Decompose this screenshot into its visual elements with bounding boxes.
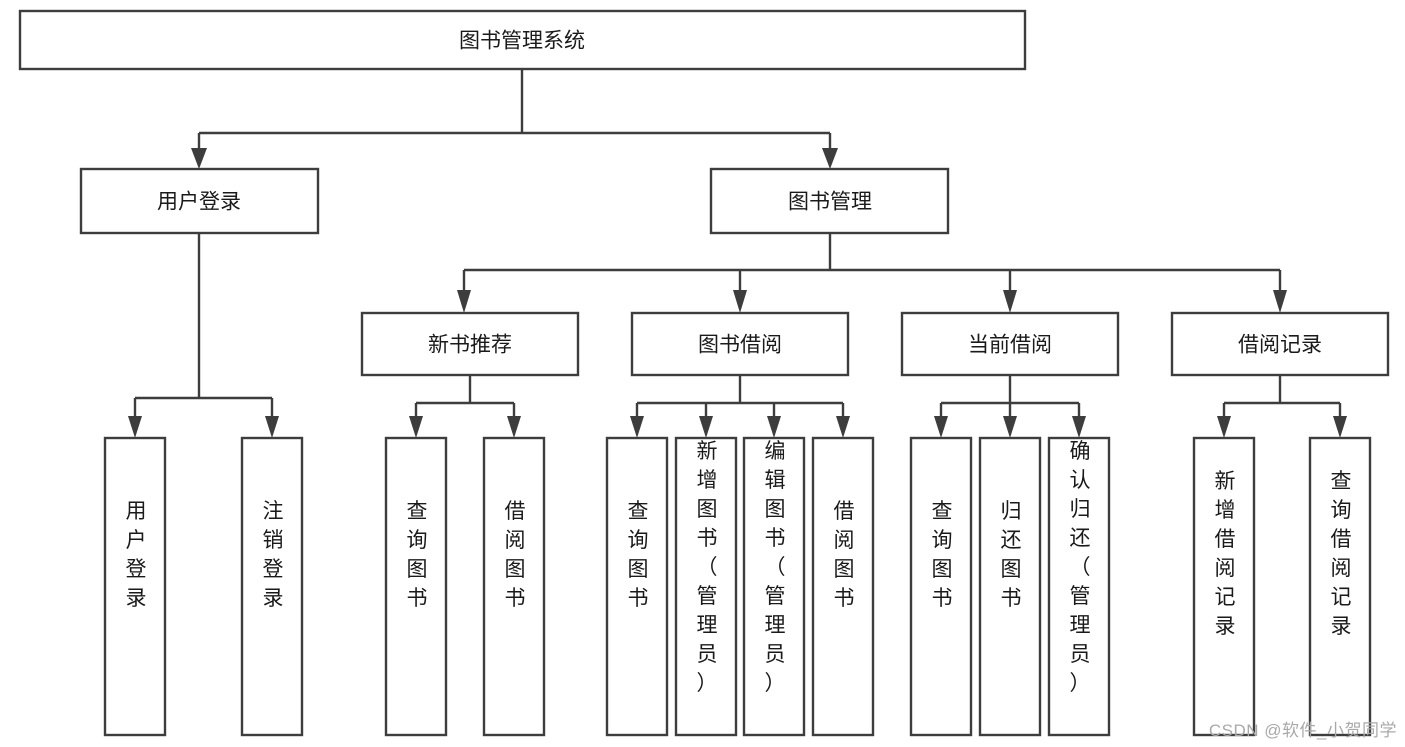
node-leaf-query-book-1[interactable]: 查询图书 <box>384 436 448 737</box>
node-leaf-add-record-box[interactable] <box>1192 436 1256 737</box>
node-leaf-borrow-book-1-label: 借阅图书 <box>505 500 526 610</box>
arrow-head-borrow-record <box>1273 290 1287 313</box>
node-leaf-return-book-label: 归还图书 <box>1001 500 1022 610</box>
node-leaf-user-logout-label: 注销登录 <box>263 500 284 610</box>
node-current-borrow[interactable]: 当前借阅 <box>900 311 1120 377</box>
arrow-head-leaf-add-book <box>699 416 713 438</box>
node-leaf-borrow-book-2-label: 借阅图书 <box>834 500 855 610</box>
node-user-login-box[interactable] <box>79 167 320 235</box>
node-leaf-borrow-book-2[interactable]: 借阅图书 <box>811 436 875 737</box>
node-leaf-edit-book-box[interactable] <box>742 436 806 737</box>
node-book-borrow[interactable]: 图书借阅 <box>630 311 850 377</box>
connector-group <box>128 70 1347 438</box>
node-leaf-add-record-label: 新增借阅记录 <box>1215 470 1236 638</box>
arrow-head-user-login <box>191 148 207 169</box>
node-leaf-add-book-label: 新增图书（管理员） <box>697 440 718 695</box>
node-leaf-query-record[interactable]: 查询借阅记录 <box>1308 436 1372 737</box>
node-leaf-user-login-box[interactable] <box>103 436 167 737</box>
node-current-borrow-label: 当前借阅 <box>968 334 1052 357</box>
node-leaf-confirm-return-label: 确认归还（管理员） <box>1070 440 1091 695</box>
arrow-head-leaf-query-book-1 <box>409 416 423 438</box>
arrow-head-leaf-borrow-book-1 <box>507 416 521 438</box>
node-book-borrow-box[interactable] <box>630 311 850 377</box>
node-leaf-query-book-3-label: 查询图书 <box>932 500 953 610</box>
node-user-login-label: 用户登录 <box>157 191 241 214</box>
arrow-head-leaf-user-logout <box>265 416 279 438</box>
arrow-head-leaf-return-book <box>1003 416 1017 438</box>
node-new-book-recommend[interactable]: 新书推荐 <box>360 311 580 377</box>
node-leaf-edit-book[interactable]: 编辑图书（管理员） <box>742 436 806 737</box>
node-leaf-confirm-return[interactable]: 确认归还（管理员） <box>1047 436 1111 737</box>
node-leaf-confirm-return-box[interactable] <box>1047 436 1111 737</box>
node-leaf-user-login[interactable]: 用户登录 <box>103 436 167 737</box>
node-book-manage-box[interactable] <box>709 167 950 235</box>
node-leaf-edit-book-label: 编辑图书（管理员） <box>765 440 786 695</box>
arrow-head-leaf-borrow-book-2 <box>836 416 850 438</box>
arrow-head-leaf-edit-book <box>767 416 781 438</box>
arrow-head-leaf-user-login <box>128 416 142 438</box>
node-root-label: 图书管理系统 <box>459 30 585 53</box>
arrow-head-leaf-add-record <box>1217 416 1231 438</box>
node-leaf-user-logout[interactable]: 注销登录 <box>240 436 304 737</box>
node-leaf-query-record-box[interactable] <box>1308 436 1372 737</box>
node-borrow-record-box[interactable] <box>1170 311 1390 377</box>
node-leaf-query-book-2-box[interactable] <box>605 436 669 737</box>
node-leaf-user-logout-box[interactable] <box>240 436 304 737</box>
arrow-head-book-manage <box>822 148 838 169</box>
node-leaf-query-book-1-label: 查询图书 <box>407 500 428 610</box>
node-leaf-user-login-label: 用户登录 <box>126 500 147 610</box>
arrow-head-current-borrow <box>1003 290 1017 313</box>
node-leaf-borrow-book-2-box[interactable] <box>811 436 875 737</box>
node-leaf-borrow-book-1-box[interactable] <box>482 436 546 737</box>
node-leaf-return-book-box[interactable] <box>978 436 1042 737</box>
node-root-box[interactable] <box>18 9 1027 71</box>
arrow-head-leaf-query-record <box>1333 416 1347 438</box>
node-leaf-query-record-label: 查询借阅记录 <box>1331 470 1352 638</box>
node-book-borrow-label: 图书借阅 <box>698 334 782 357</box>
node-leaf-query-book-2-label: 查询图书 <box>628 500 649 610</box>
node-leaf-query-book-3[interactable]: 查询图书 <box>909 436 973 737</box>
node-borrow-record-label: 借阅记录 <box>1238 334 1322 357</box>
node-leaf-borrow-book-1[interactable]: 借阅图书 <box>482 436 546 737</box>
node-leaf-query-book-1-box[interactable] <box>384 436 448 737</box>
node-new-book-recommend-box[interactable] <box>360 311 580 377</box>
node-root[interactable]: 图书管理系统 <box>18 9 1027 71</box>
node-borrow-record[interactable]: 借阅记录 <box>1170 311 1390 377</box>
node-leaf-add-book[interactable]: 新增图书（管理员） <box>674 436 738 737</box>
node-current-borrow-box[interactable] <box>900 311 1120 377</box>
node-book-manage[interactable]: 图书管理 <box>709 167 950 235</box>
arrow-head-leaf-query-book-2 <box>630 416 644 438</box>
node-user-login[interactable]: 用户登录 <box>79 167 320 235</box>
node-leaf-add-book-box[interactable] <box>674 436 738 737</box>
node-new-book-recommend-label: 新书推荐 <box>428 334 512 357</box>
node-leaf-return-book[interactable]: 归还图书 <box>978 436 1042 737</box>
arrow-head-leaf-query-book-3 <box>934 416 948 438</box>
node-leaf-add-record[interactable]: 新增借阅记录 <box>1192 436 1256 737</box>
node-leaf-query-book-2[interactable]: 查询图书 <box>605 436 669 737</box>
arrow-head-book-borrow <box>733 290 747 313</box>
node-book-manage-label: 图书管理 <box>788 191 872 214</box>
node-leaf-query-book-3-box[interactable] <box>909 436 973 737</box>
arrow-head-leaf-confirm-return <box>1072 416 1086 438</box>
arrow-head-new-book-recommend <box>457 290 471 313</box>
